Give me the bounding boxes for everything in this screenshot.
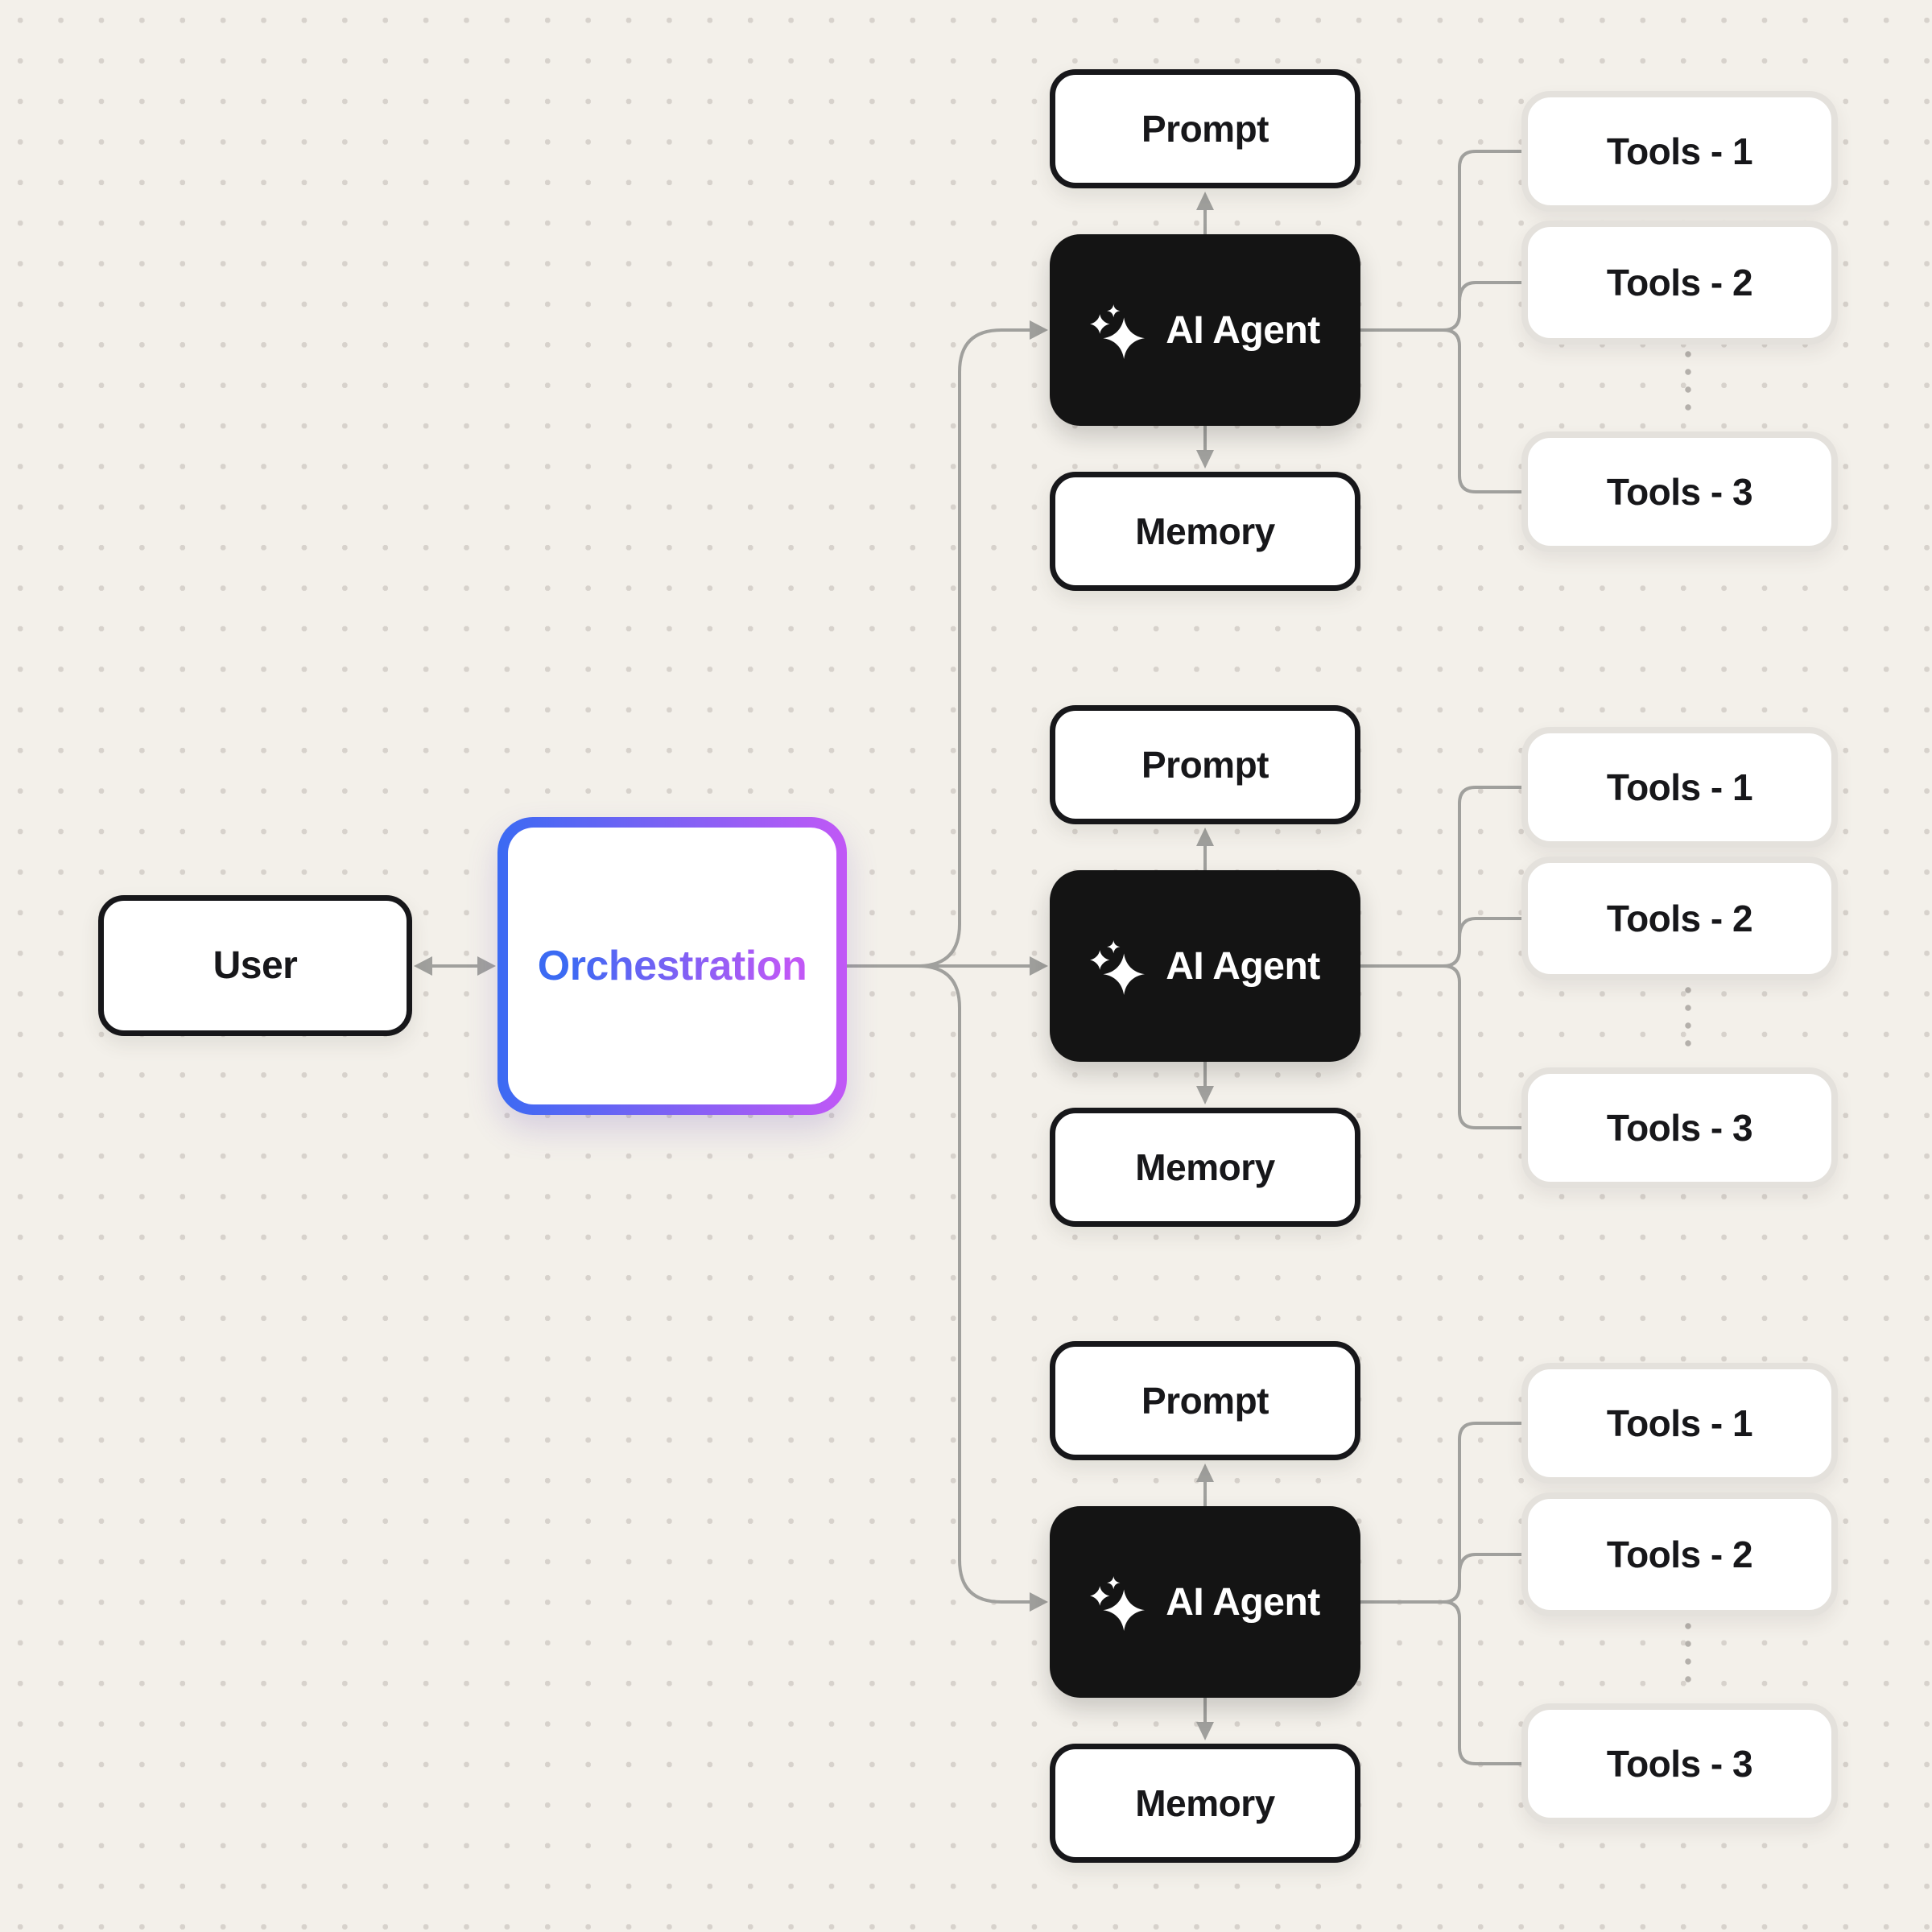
orchestration-label: Orchestration (537, 943, 807, 989)
arrowhead-to-prompt2 (1196, 828, 1214, 846)
sparkles-icon (1090, 304, 1146, 359)
wire-agent2-tools2 (1458, 917, 1521, 939)
tools-1-label: Tools - 1 (1606, 130, 1753, 172)
wire-agent2-tools1 (1360, 786, 1521, 968)
tools-2-node[interactable]: Tools - 2 (1521, 221, 1838, 345)
tools-3-node[interactable]: Tools - 3 (1521, 431, 1838, 552)
wire-agent3-tools2 (1458, 1553, 1521, 1575)
tools-3-label: Tools - 3 (1606, 1107, 1753, 1149)
prompt-label: Prompt (1141, 1380, 1269, 1422)
ai-agent-node[interactable]: AI Agent (1050, 870, 1360, 1062)
sparkles-icon (1090, 940, 1146, 995)
wire-agent2-tools3 (1443, 964, 1521, 1129)
orchestration-inner: Orchestration (508, 828, 836, 1104)
ai-agent-node[interactable]: AI Agent (1050, 234, 1360, 426)
user-node[interactable]: User (98, 895, 412, 1036)
prompt-label: Prompt (1141, 744, 1269, 786)
ai-agent-label: AI Agent (1166, 308, 1320, 352)
tools-3-node[interactable]: Tools - 3 (1521, 1067, 1838, 1188)
arrowhead-to-memory2 (1196, 1086, 1214, 1104)
arrowhead-to-orchestration (477, 956, 496, 976)
user-label: User (213, 944, 298, 987)
ai-agent-label: AI Agent (1166, 944, 1320, 988)
wire-agent1-tools2 (1458, 281, 1521, 303)
tools-1-node[interactable]: Tools - 1 (1521, 1363, 1838, 1484)
tools-1-label: Tools - 1 (1606, 766, 1753, 808)
wire-agent1-tools1 (1360, 150, 1521, 332)
tools-2-node[interactable]: Tools - 2 (1521, 857, 1838, 980)
tools-2-node[interactable]: Tools - 2 (1521, 1492, 1838, 1616)
memory-node[interactable]: Memory (1050, 472, 1360, 591)
wire-orchestration-agent1 (917, 328, 1030, 968)
ai-agent-label: AI Agent (1166, 1580, 1320, 1624)
tools-2-label: Tools - 2 (1606, 262, 1753, 303)
arrowhead-to-agent2 (1030, 956, 1048, 976)
memory-label: Memory (1135, 1782, 1275, 1824)
prompt-label: Prompt (1141, 108, 1269, 150)
arrowhead-to-memory1 (1196, 450, 1214, 469)
arrowhead-to-prompt3 (1196, 1463, 1214, 1482)
tools-1-node[interactable]: Tools - 1 (1521, 91, 1838, 212)
arrowhead-to-agent1 (1030, 320, 1048, 340)
tools-3-label: Tools - 3 (1606, 1743, 1753, 1785)
arrowhead-to-user (414, 956, 432, 976)
tools-3-label: Tools - 3 (1606, 471, 1753, 513)
tools-1-label: Tools - 1 (1606, 1402, 1753, 1444)
wire-agent3-tools3 (1443, 1600, 1521, 1765)
sparkles-icon (1090, 1576, 1146, 1631)
wire-agent1-tools3 (1443, 328, 1521, 493)
arrowhead-to-prompt1 (1196, 192, 1214, 210)
arrowhead-to-agent3 (1030, 1592, 1048, 1612)
arrowhead-to-memory3 (1196, 1722, 1214, 1740)
memory-node[interactable]: Memory (1050, 1108, 1360, 1227)
tools-1-node[interactable]: Tools - 1 (1521, 727, 1838, 848)
memory-label: Memory (1135, 510, 1275, 552)
tools-2-label: Tools - 2 (1606, 1534, 1753, 1575)
wire-agent3-tools1 (1360, 1422, 1521, 1604)
orchestration-node[interactable]: Orchestration (497, 817, 847, 1115)
prompt-node[interactable]: Prompt (1050, 69, 1360, 188)
memory-label: Memory (1135, 1146, 1275, 1188)
tools-3-node[interactable]: Tools - 3 (1521, 1703, 1838, 1824)
tools-2-label: Tools - 2 (1606, 898, 1753, 939)
prompt-node[interactable]: Prompt (1050, 1341, 1360, 1460)
memory-node[interactable]: Memory (1050, 1744, 1360, 1863)
prompt-node[interactable]: Prompt (1050, 705, 1360, 824)
wire-orchestration-agent3 (917, 964, 1030, 1604)
ai-agent-node[interactable]: AI Agent (1050, 1506, 1360, 1698)
